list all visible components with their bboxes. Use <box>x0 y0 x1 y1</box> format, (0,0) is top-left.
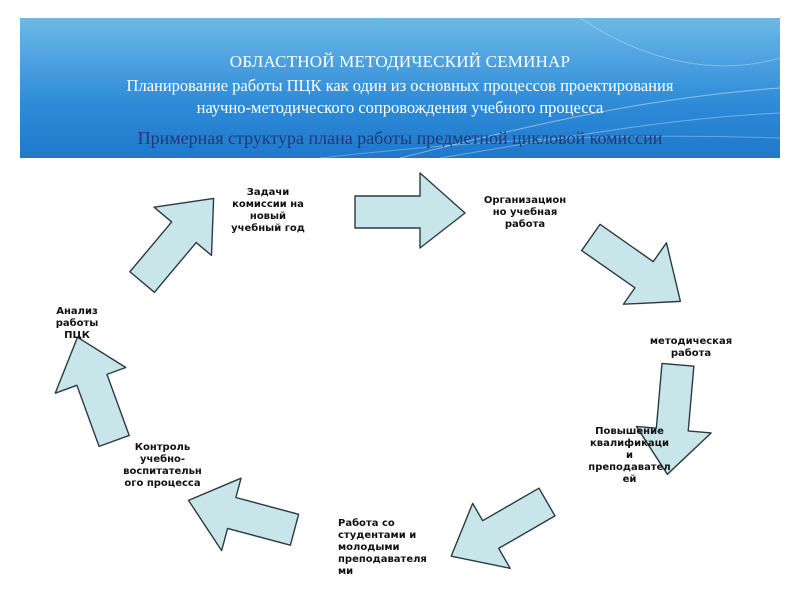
stage-label-methodical: методическая работа <box>649 336 733 359</box>
stage-label-control: Контроль учебно- воспитательн ого процес… <box>123 442 202 489</box>
stage-label-students: Работа со студентами и молодыми преподав… <box>338 518 427 577</box>
cycle-diagram: Задачи комиссии на новый учебный год Орг… <box>0 160 800 600</box>
arrow-7 <box>129 197 215 294</box>
stage-label-organizational: Организацион но учебная работа <box>483 195 567 230</box>
arrow-1 <box>354 172 466 249</box>
header-banner: ОБЛАСТНОЙ МЕТОДИЧЕСКИЙ СЕМИНАР Планирова… <box>20 18 780 158</box>
arrow-5 <box>187 477 300 552</box>
stage-label-analysis: Анализ работы ПЦК <box>55 306 99 341</box>
arrow-4 <box>450 487 556 570</box>
stage-label-tasks: Задачи комиссии на новый учебный год <box>231 187 305 234</box>
slide-subtitle-line-1: Планирование работы ПЦК как один из осно… <box>126 76 674 95</box>
slide-title: ОБЛАСТНОЙ МЕТОДИЧЕСКИЙ СЕМИНАР <box>229 52 571 71</box>
stage-label-qualification: Повышение квалификаци и преподавател ей <box>588 426 671 485</box>
slide-subtitle-line-2: научно-методического сопровождения учебн… <box>196 98 604 117</box>
header-background <box>20 18 780 158</box>
arrow-6 <box>54 336 130 448</box>
arrow-3 <box>635 362 712 476</box>
slide-subtitle-line-3: Примерная структура плана работы предмет… <box>137 128 663 148</box>
cycle-arrows <box>54 172 712 570</box>
arrow-2 <box>580 223 682 305</box>
